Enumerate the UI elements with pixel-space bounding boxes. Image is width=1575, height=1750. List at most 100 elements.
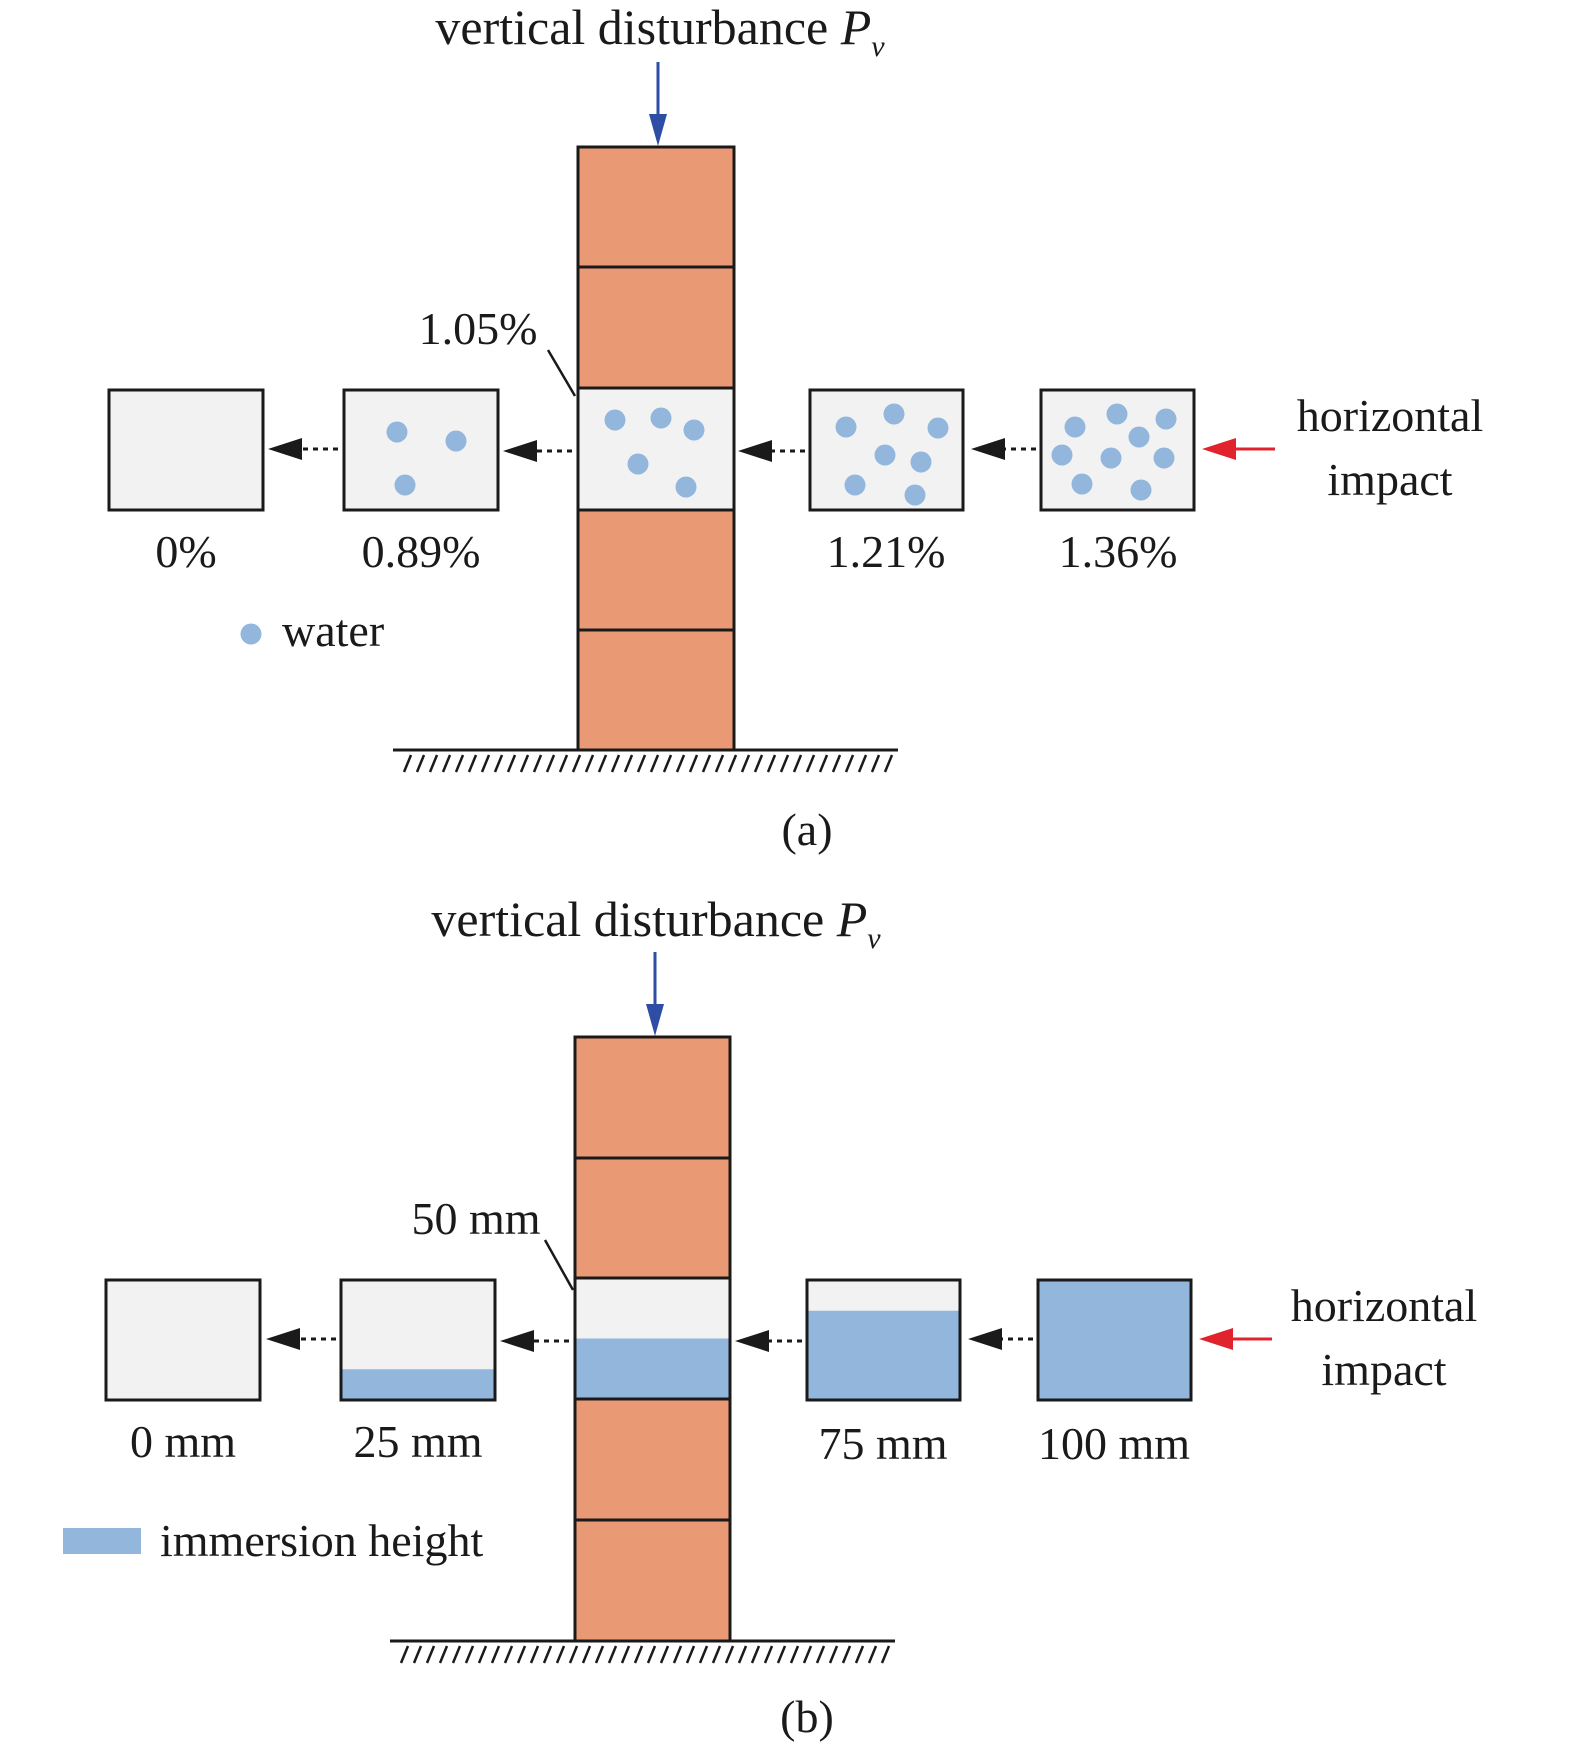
hatch-mark [438,1645,449,1664]
specimen-label-3: 75 mm [818,1418,947,1469]
arrowhead [738,440,772,462]
panel-b-caption: (b) [780,1691,834,1742]
hatch-mark [399,1645,410,1664]
hatch-mark [584,754,595,773]
impact-label-line1: horizontal [1297,390,1484,441]
specimen-label-3: 1.21% [827,526,946,577]
hatch-mark [636,754,647,773]
hatch-mark [750,1645,761,1664]
hatch-mark [776,1645,787,1664]
arrowhead [268,438,302,460]
hatch-mark [503,1645,514,1664]
specimen-box-0 [104,1278,262,1402]
hatch-mark [464,1645,475,1664]
water-dot [1153,447,1175,469]
hatch-mark [467,754,478,773]
brick-block [573,1397,732,1522]
hatch-mark [480,754,491,773]
hatch-mark [789,1645,800,1664]
hatch-mark [857,754,868,773]
hatch-mark [828,1645,839,1664]
legend-immersion-label: immersion height [160,1515,483,1566]
specimen-label-0: 0 mm [130,1416,236,1467]
hatch-mark [519,754,530,773]
impact-label-line2: impact [1327,454,1452,505]
water-dots-1 [386,421,467,496]
hatch-mark [854,1645,865,1664]
hatch-mark [867,1645,878,1664]
hatch-mark [844,754,855,773]
arrowhead [971,438,1005,460]
hatch-mark [581,1645,592,1664]
hatch-mark [529,1645,540,1664]
specimen-label-4: 100 mm [1038,1418,1190,1469]
specimen-label-2: 50 mm [411,1193,540,1244]
hatch-mark [870,754,881,773]
hatch-mark [880,1645,891,1664]
ground-hatching [402,754,894,773]
brick-block [573,1156,732,1280]
immersion-fill [342,1369,494,1399]
hatch-mark [454,754,465,773]
hatch-mark [568,1645,579,1664]
hatch-mark [766,754,777,773]
legend-water-dot [240,623,262,645]
brick-block [576,628,736,752]
water-dot [604,409,626,431]
impact-label-line1: horizontal [1291,1280,1478,1331]
vertical-disturbance-arrowhead [646,1004,664,1036]
water-dot [627,453,649,475]
hatch-mark [740,754,751,773]
immersion-fill [1039,1281,1190,1399]
specimen-label-1: 25 mm [353,1416,482,1467]
panel-b: vertical disturbance Pv horizontal impac… [63,891,1477,1742]
specimen-box-0 [107,388,265,512]
water-dot [1100,447,1122,469]
migration-arrows-b [266,1328,1033,1352]
hatch-mark [623,754,634,773]
hatch-mark [883,754,894,773]
hatch-mark [688,754,699,773]
hatch-mark [753,754,764,773]
hatch-mark [425,1645,436,1664]
hatch-mark [737,1645,748,1664]
impact-label-line2: impact [1321,1344,1446,1395]
hatch-mark [701,754,712,773]
brick-block [573,1518,732,1643]
impact-arrowhead [1202,438,1236,460]
water-dots-3 [835,403,949,506]
specimen-box-2 [576,386,736,512]
hatch-mark [724,1645,735,1664]
water-dot [874,444,896,466]
immersion-specimens [104,1276,1193,1402]
hatch-mark [646,1645,657,1664]
leader-line [543,1239,575,1291]
brick-block [573,1035,732,1160]
hatch-mark [490,1645,501,1664]
water-dot [910,451,932,473]
hatch-mark [815,1645,826,1664]
arrowhead [968,1328,1002,1350]
hatch-mark [802,1645,813,1664]
hatch-mark [662,754,673,773]
water-dot [883,403,905,425]
water-dot [1051,444,1073,466]
vertical-disturbance-arrowhead [649,114,667,146]
hatch-mark [685,1645,696,1664]
legend-water-label: water [282,605,384,656]
water-dot [927,417,949,439]
hatch-mark [451,1645,462,1664]
hatch-mark [805,754,816,773]
arrowhead [503,440,537,462]
water-dot [1071,473,1093,495]
hatch-mark [831,754,842,773]
specimen-box-1 [342,388,500,512]
ground-b [390,1639,895,1664]
hatch-mark [779,754,790,773]
hatch-mark [714,754,725,773]
impact-arrowhead [1199,1328,1233,1350]
water-dot [650,407,672,429]
hatch-mark [412,1645,423,1664]
hatch-mark [818,754,829,773]
